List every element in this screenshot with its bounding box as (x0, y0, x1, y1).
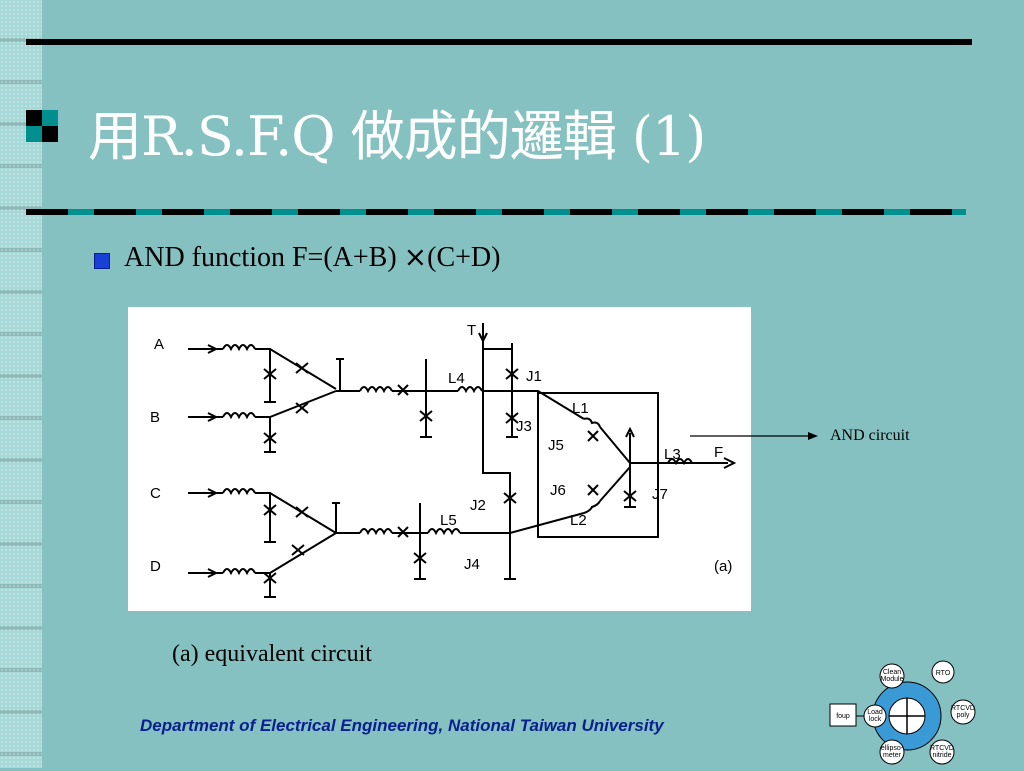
junction-a2 (295, 362, 309, 374)
junction-b2 (295, 402, 309, 414)
svg-text:meter: meter (883, 752, 902, 759)
wire-b-merge (255, 390, 337, 418)
title-dashed-rule (26, 209, 966, 215)
junction-a (263, 368, 277, 380)
label-c: C (150, 485, 161, 502)
top-rule (26, 39, 972, 45)
label-j1: J1 (526, 368, 542, 385)
label-t: T (467, 322, 476, 339)
circuit-diagram: A B C D T J1 J3 J5 J6 J2 J4 J7 L1 L2 L3 … (128, 307, 751, 611)
label-l1: L1 (572, 400, 589, 417)
svg-text:nitride: nitride (932, 752, 951, 759)
svg-text:RTCVD: RTCVD (951, 705, 975, 712)
lab-logo-icon: foup Load lock Clean Module RTO RTCVD po… (828, 660, 988, 766)
label-d: D (150, 558, 161, 575)
inductor-a (222, 344, 256, 352)
inductor-b (222, 412, 256, 420)
svg-text:poly: poly (957, 712, 970, 719)
svg-text:Module: Module (881, 676, 904, 683)
slide-title: 用R.S.F.Q 做成的邏輯 (1) (88, 105, 706, 168)
label-l5: L5 (440, 512, 457, 529)
svg-text:lock: lock (869, 716, 882, 723)
svg-text:RTO: RTO (936, 670, 951, 677)
and-circuit-label: AND circuit (830, 427, 910, 444)
label-f: F (714, 444, 723, 461)
label-l2: L2 (570, 512, 587, 529)
title-bullet-icon (26, 110, 58, 142)
label-j6: J6 (550, 482, 566, 499)
footer-department: Department of Electrical Engineering, Na… (140, 716, 664, 735)
label-j7: J7 (652, 486, 668, 503)
svg-text:ellipso-: ellipso- (881, 745, 904, 752)
label-a: A (154, 336, 164, 353)
label-l4: L4 (448, 370, 465, 387)
figure-caption: (a) equivalent circuit (172, 641, 372, 667)
label-j5: J5 (548, 437, 564, 454)
bullet-square-icon (94, 253, 110, 269)
wire-a-merge (255, 348, 337, 390)
svg-text:Load: Load (867, 709, 883, 716)
label-j2: J2 (470, 497, 486, 514)
label-j4: J4 (464, 556, 480, 573)
svg-text:RTCVD: RTCVD (930, 745, 954, 752)
label-l3: L3 (664, 446, 681, 463)
junction-b (263, 432, 277, 444)
bullet-text: AND function F=(A+B) ⨯(C+D) (124, 242, 501, 273)
svg-text:Clean: Clean (883, 669, 901, 676)
label-b: B (150, 409, 160, 426)
logo-foup: foup (836, 713, 850, 720)
label-j3: J3 (516, 418, 532, 435)
label-fig: (a) (714, 558, 732, 575)
